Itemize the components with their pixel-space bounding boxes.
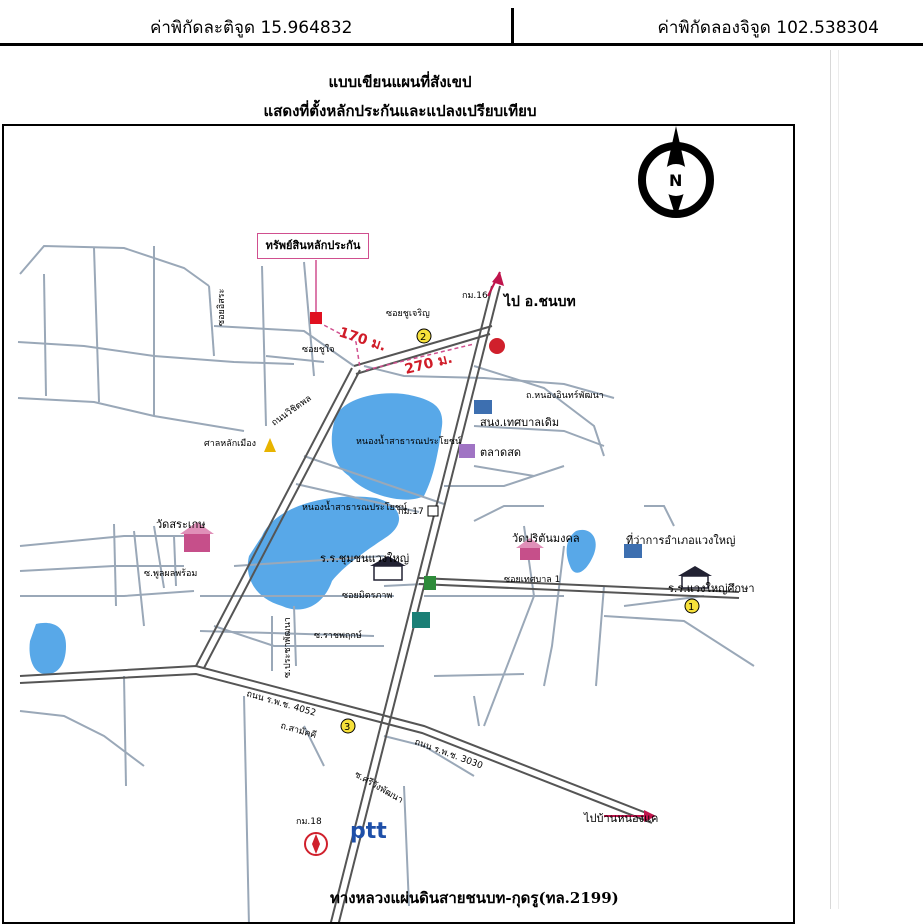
marker-1-label: 1 [688,602,694,613]
gas-station-icon [489,338,505,354]
compass-letter: N [669,171,682,190]
label-thanon-wichitphon: ถนนวิชิตพล [269,393,313,429]
label-km18: กม.18 [296,817,322,827]
pond-west [29,622,66,675]
longitude-label: ค่าพิกัดลองจิจูด 102.538304 [657,18,880,38]
label-highway-4052: ถนน ร.พ.ช. 4052 [245,689,317,718]
convenience-store-icon [424,576,436,590]
label-soi-itsara: ซอยอิสระ [216,288,227,326]
label-district-office: ที่ว่าการอำเภอแวงใหญ่ [626,532,735,547]
pond-upper [331,393,443,500]
marker-1: 1 [684,598,700,614]
compass-icon: N [638,126,714,218]
bank-icon [412,612,430,628]
temple-icon-2 [516,538,544,560]
distance-line-170 [317,321,361,369]
label-thanon-samakkhi: ถ.สามัคคี [279,720,317,741]
school-icon [370,556,406,581]
label-talat-sod: ตลาดสด [480,446,521,459]
label-to-chonnabot: ไป อ.ชนบท [502,292,576,310]
page-edge-line [830,50,831,909]
label-wat-sakaeo: วัดสระเกษ [156,518,206,531]
label-soi-chucharoen: ซอยชูเจริญ [386,308,430,319]
km17-post-icon [427,505,439,517]
label-soi-siwang: ซ.ศรีวังพัฒนา [353,769,405,806]
direction-arrow-east [604,810,656,822]
collateral-callout: ทรัพย์สินหลักประกัน [257,233,369,259]
pond-lower [247,496,400,610]
highway-title: ทางหลวงแผ่นดินสายชนบท-กุดรู(ทล.2199) [330,889,619,907]
market-icon [459,444,475,458]
latitude-label: ค่าพิกัดละติจูด 15.964832 [150,18,353,38]
shrine-icon [264,438,276,452]
page-edge-line-2 [838,50,839,909]
marker-3: 3 [340,718,356,734]
label-km17: กม.17 [398,507,424,517]
ptt-logo: ptt [350,819,387,844]
school-icon-2 [678,566,712,589]
label-soi-prachapattana: ซ.ประชาพัฒนา [283,617,293,678]
distance-label-170: 170 ม. [337,325,388,355]
marker-2-label: 2 [420,332,426,343]
label-soi-tesaban: ซอยเทศบาล 1 [504,575,560,585]
temple-icon [180,522,214,552]
label-pond-upper: หนองน้ำสาธารณประโยชน์ [356,434,461,447]
label-school-waeng-yai: ร.ร.แวงใหญ่ศึกษา [668,582,755,595]
office-icon [474,400,642,558]
map-title: แบบเขียนแผนที่สังเขป [328,73,472,91]
label-soi-phunphon: ซ.พูลผลพร้อม [144,568,197,579]
distance-line-270 [365,343,475,371]
direction-arrow-north [487,271,504,297]
header-divider [511,8,514,46]
gas-station-icon-2 [304,832,328,856]
map-subtitle: แสดงที่ตั้งหลักประกันและแปลงเปรียบเทียบ [263,102,537,120]
pond-east [566,529,596,573]
collateral-marker [310,312,322,324]
label-soi-mitraphap: ซอยมิตรภาพ [342,590,392,601]
label-pond-lower: หนองน้ำสาธารณประโยชน์ [302,500,407,513]
main-roads [19,285,740,922]
label-santang-old: สนง.เทศบาลเดิม [480,416,559,429]
label-soi-chuchai: ซอยชูใจ [302,344,335,355]
label-school-chumchon: ร.ร.ชุมชนแวงใหญ่ [320,552,409,565]
marker-3-label: 3 [344,722,350,733]
marker-2: 2 [416,328,432,344]
label-nong-inthra: ถ.หนองอินทร์พัฒนา [526,389,604,401]
label-km16: กม.16 [462,291,488,301]
label-soi-ratchaphruek: ซ.ราชพฤกษ์ [314,629,362,641]
label-san-lak-mueang: ศาลหลักเมือง [204,438,256,449]
label-wat-pathum: วัดปริตันมงคล [512,532,580,545]
map-canvas: N 2 1 3 [17,126,755,922]
coordinate-header: ค่าพิกัดละติจูด 15.964832 ค่าพิกัดลองจิจ… [0,0,923,46]
sketch-map: N 2 1 3 [2,124,795,924]
label-to-ban-nongkae: ไปบ้านหนองแค [583,812,658,825]
